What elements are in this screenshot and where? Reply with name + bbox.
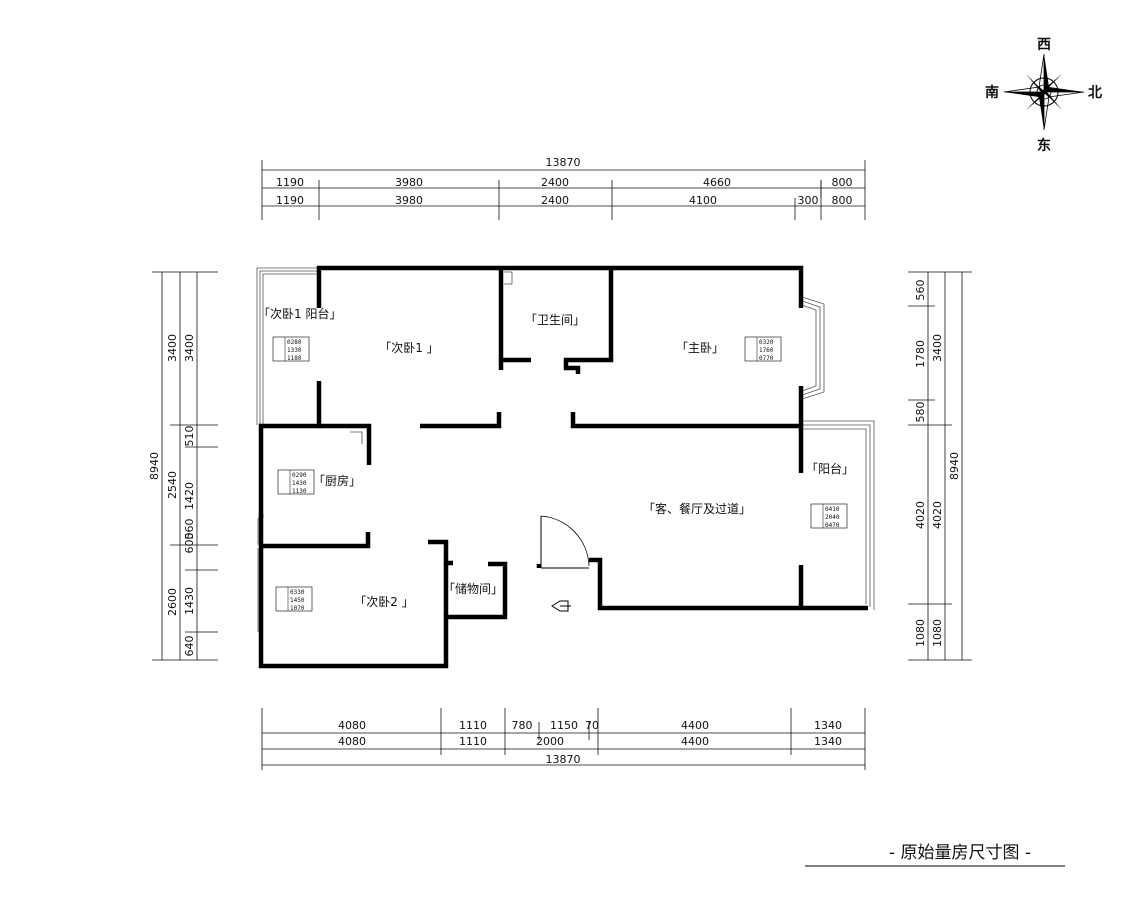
dim-right-seg-1: 1780 (914, 340, 927, 368)
room-label-master-bedroom: 「主卧」 (676, 341, 724, 355)
dim-right-in-1: 4020 (931, 501, 944, 529)
dim-right-in-0: 3400 (931, 334, 944, 362)
tag-bedroom2: 0330 1450 1070 (275, 586, 313, 612)
dim-left-in-6: 640 (183, 636, 196, 657)
right-dimension-lines (908, 271, 972, 661)
dim-bot-r2-1: 1110 (459, 735, 487, 748)
dim-right-in-2: 1080 (931, 619, 944, 647)
dim-bot-r2-0: 4080 (338, 735, 366, 748)
dim-left-in-4: 600 (183, 533, 196, 554)
dim-top-r1-1: 3980 (395, 176, 423, 189)
tag-living-2: 0470 (825, 522, 840, 529)
dim-bot-r1-2: 780 (512, 719, 533, 732)
dim-right-seg-2: 580 (914, 402, 927, 423)
entry-door-swing-icon (540, 515, 590, 569)
dim-bot-r2-3: 4400 (681, 735, 709, 748)
tag-bedroom1-0: 0280 (287, 339, 302, 346)
dim-left-in-0: 3400 (183, 334, 196, 362)
dim-left-mid-2: 2600 (166, 588, 179, 616)
top-dimension-lines (261, 160, 866, 220)
walls (258, 265, 868, 669)
tag-kitchen: 0290 1430 1130 (277, 469, 315, 495)
compass-label-bottom: 东 (1037, 137, 1051, 154)
dim-left-outer: 8940 (148, 452, 161, 480)
tag-master-1: 1760 (759, 347, 774, 354)
tag-master-2: 0770 (759, 355, 774, 362)
dim-bot-total: 13870 (546, 753, 581, 766)
dim-top-r2-0: 1190 (276, 194, 304, 207)
tag-bedroom2-0: 0330 (290, 589, 305, 596)
tag-bedroom2-1: 1450 (290, 597, 305, 604)
dim-bot-r1-4: 70 (585, 719, 599, 732)
tag-bedroom2-2: 1070 (290, 605, 305, 612)
dim-left-mid-0: 3400 (166, 334, 179, 362)
dim-bot-r1-5: 4400 (681, 719, 709, 732)
dim-bot-r1-0: 4080 (338, 719, 366, 732)
dim-top-total: 13870 (546, 156, 581, 169)
tag-kitchen-0: 0290 (292, 472, 307, 479)
compass-rose-icon (1003, 53, 1085, 131)
dim-top-r2-1: 3980 (395, 194, 423, 207)
tag-living-0: 0410 (825, 506, 840, 513)
drawing-title: - 原始量房尺寸图 - (889, 843, 1031, 863)
left-dimension-lines (152, 271, 218, 661)
dim-top-r2-2: 2400 (541, 194, 569, 207)
dim-left-in-5: 1430 (183, 587, 196, 615)
tag-master: 0320 1760 0770 (744, 336, 782, 362)
bottom-dimension-lines (261, 708, 866, 770)
dim-right-seg-0: 560 (914, 280, 927, 301)
dim-right-outer: 8940 (948, 452, 961, 480)
compass-label-right: 北 (1088, 85, 1102, 101)
dim-top-r2-5: 800 (832, 194, 853, 207)
tag-bedroom1-1: 1330 (287, 347, 302, 354)
dim-right-seg-4: 1080 (914, 619, 927, 647)
balcony-outlines (256, 267, 875, 632)
tag-living: 0410 2040 0470 (810, 503, 848, 529)
room-label-bedroom1-balcony: 「次卧1 阳台」 (258, 306, 341, 321)
dim-top-r2-3: 4100 (689, 194, 717, 207)
dim-bot-r1-6: 1340 (814, 719, 842, 732)
dim-top-r2-4: 300 (798, 194, 819, 207)
tag-master-0: 0320 (759, 339, 774, 346)
dim-bot-r1-3: 1150 (550, 719, 578, 732)
compass-label-left: 南 (985, 84, 999, 101)
room-label-bedroom1: 「次卧1 」 (379, 341, 438, 355)
compass-label-top: 西 (1037, 37, 1051, 53)
room-label-storage: 「储物间」 (443, 581, 503, 596)
room-label-balcony: 「阳台」 (806, 461, 854, 476)
dim-left-mid-1: 2540 (166, 471, 179, 499)
dim-right-seg-3: 4020 (914, 501, 927, 529)
dim-top-r1-0: 1190 (276, 176, 304, 189)
dim-top-r1-4: 800 (832, 176, 853, 189)
tag-kitchen-1: 1430 (292, 480, 307, 487)
dim-left-in-2: 1420 (183, 482, 196, 510)
entry-arrow-icon (551, 600, 571, 612)
tag-kitchen-2: 1130 (292, 488, 307, 495)
tag-bedroom1: 0280 1330 1180 (272, 336, 310, 362)
tag-bedroom1-2: 1180 (287, 355, 302, 362)
drain-marker-icon (350, 271, 513, 444)
dim-top-r1-3: 4660 (703, 176, 731, 189)
room-label-kitchen: 「厨房」 (313, 473, 361, 488)
dim-left-in-3: 560 (183, 519, 196, 540)
dim-top-r1-2: 2400 (541, 176, 569, 189)
dim-bot-r2-4: 1340 (814, 735, 842, 748)
room-label-living-dining: 「客、餐厅及过道」 (643, 501, 751, 516)
room-label-bedroom2: 「次卧2 」 (354, 595, 413, 609)
room-label-bathroom: 「卫生间」 (525, 313, 585, 327)
dim-bot-r1-1: 1110 (459, 719, 487, 732)
dim-left-in-1: 510 (183, 426, 196, 447)
dim-bot-r2-2: 2000 (536, 735, 564, 748)
tag-living-1: 2040 (825, 514, 840, 521)
